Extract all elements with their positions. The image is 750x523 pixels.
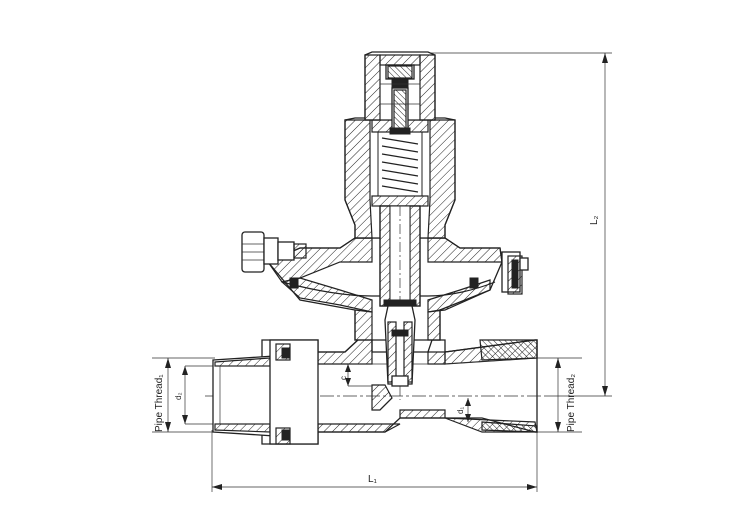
- screw-plug: [501, 251, 529, 295]
- dimension-d1: [465, 398, 471, 422]
- dimension-pipe-thread-1: [152, 357, 215, 433]
- dimension-l2: [430, 52, 612, 397]
- d2-label: d₂: [174, 392, 183, 400]
- l2-label: L₂: [589, 215, 600, 225]
- dimension-l1: [211, 430, 538, 492]
- pipe-thread-1-label: Pipe Thread₁: [154, 374, 165, 432]
- c-label: c: [339, 376, 348, 380]
- valve-stem: [379, 205, 421, 400]
- l1-label: L₁: [368, 474, 378, 485]
- spring: [377, 131, 423, 197]
- inlet-union: [212, 339, 319, 445]
- dimension-pipe-thread-2: [537, 357, 582, 433]
- dimension-c: [345, 363, 372, 387]
- pipe-thread-2-label: Pipe Thread₂: [566, 374, 577, 432]
- gauge-fitting: [241, 231, 307, 273]
- outlet-thread: [479, 339, 538, 433]
- bonnet: [344, 117, 456, 239]
- d1-label: d₁: [456, 407, 465, 414]
- adjusting-cap: [364, 51, 436, 135]
